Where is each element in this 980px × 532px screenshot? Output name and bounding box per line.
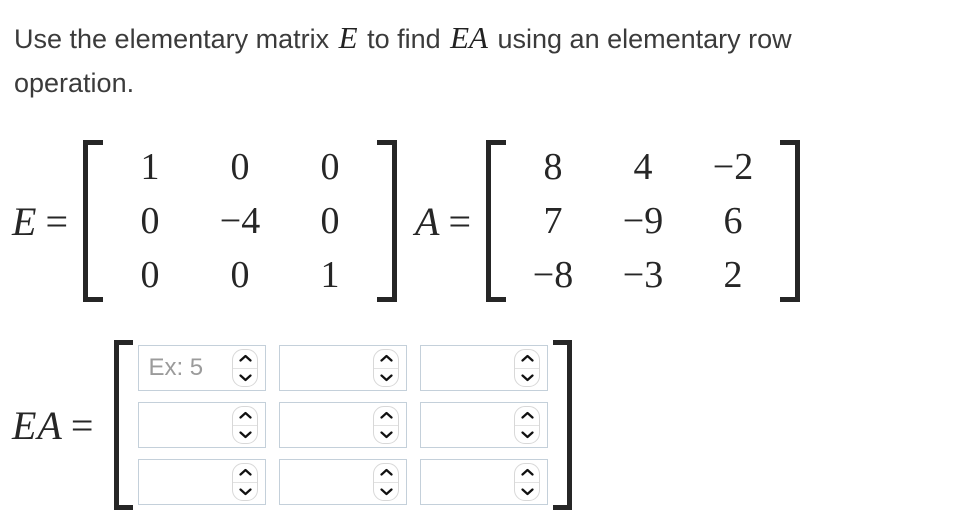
matrix-EA-equals: = (70, 402, 95, 448)
math-var-E: E (338, 20, 358, 55)
spinner-1-0[interactable] (232, 406, 259, 444)
matrix-E-grid: 1 0 0 0 −4 0 0 0 1 (105, 140, 375, 302)
prompt-text-part-3: using an elementary row (490, 24, 792, 54)
matrix-E-cell-1-1: −4 (219, 200, 261, 242)
chevron-down-icon[interactable] (374, 369, 398, 387)
chevron-up-icon[interactable] (233, 407, 258, 426)
given-matrices-row: E= 1 0 0 0 −4 0 0 0 1 A= 8 4 −2 7 −9 6 −… (12, 140, 800, 302)
chevron-down-icon[interactable] (374, 483, 398, 501)
matrix-A-cell-0-2: −2 (712, 146, 754, 188)
answer-field-1-2[interactable] (420, 402, 549, 448)
matrix-EA (114, 340, 573, 510)
chevron-up-icon[interactable] (515, 407, 540, 426)
answer-input-grid (134, 340, 552, 510)
matrix-A-cell-2-2: 2 (723, 254, 743, 296)
matrix-A-cell-2-1: −3 (622, 254, 664, 296)
answer-field-2-2[interactable] (420, 459, 549, 505)
question-prompt: Use the elementary matrix E to find EA u… (14, 16, 980, 105)
chevron-up-icon[interactable] (515, 464, 540, 483)
chevron-down-icon[interactable] (233, 426, 257, 444)
answer-field-0-2[interactable] (420, 345, 549, 391)
matrix-A: 8 4 −2 7 −9 6 −8 −3 2 (486, 140, 800, 302)
spinner-2-2[interactable] (514, 463, 541, 501)
prompt-line-2: operation. (14, 68, 135, 98)
matrix-A-cell-0-1: 4 (633, 146, 653, 188)
chevron-up-icon[interactable] (374, 350, 399, 369)
matrix-A-grid: 8 4 −2 7 −9 6 −8 −3 2 (508, 140, 778, 302)
matrix-E-cell-1-2: 0 (320, 200, 340, 242)
matrix-E: 1 0 0 0 −4 0 0 0 1 (83, 140, 397, 302)
matrix-E-cell-2-2: 1 (320, 254, 340, 296)
matrix-E-cell-0-1: 0 (230, 146, 250, 188)
matrix-E-cell-0-0: 1 (140, 146, 160, 188)
matrix-A-label: A= (415, 198, 472, 245)
answer-field-1-0[interactable] (138, 402, 267, 448)
spinner-0-1[interactable] (373, 349, 400, 387)
chevron-up-icon[interactable] (233, 464, 258, 483)
answer-field-2-0[interactable] (138, 459, 267, 505)
chevron-down-icon[interactable] (515, 369, 539, 387)
matrix-A-cell-0-0: 8 (543, 146, 563, 188)
math-var-EA: EA (450, 20, 488, 55)
chevron-down-icon[interactable] (233, 483, 257, 501)
matrix-A-equals: = (448, 198, 472, 244)
matrix-A-name: A (415, 198, 441, 244)
answer-field-1-1[interactable] (279, 402, 408, 448)
chevron-up-icon[interactable] (374, 407, 399, 426)
spinner-2-0[interactable] (232, 463, 259, 501)
chevron-up-icon[interactable] (374, 464, 399, 483)
matrix-E-cell-0-2: 0 (320, 146, 340, 188)
matrix-E-cell-1-0: 0 (140, 200, 160, 242)
spinner-0-0[interactable] (232, 349, 259, 387)
chevron-up-icon[interactable] (515, 350, 540, 369)
answer-field-2-1[interactable] (279, 459, 408, 505)
spinner-0-2[interactable] (514, 349, 541, 387)
matrix-EA-label: EA= (12, 402, 94, 449)
spinner-1-2[interactable] (514, 406, 541, 444)
matrix-EA-name: EA (12, 402, 63, 448)
matrix-E-equals: = (45, 198, 69, 244)
matrix-A-cell-1-1: −9 (622, 200, 664, 242)
chevron-down-icon[interactable] (233, 369, 257, 387)
matrix-E-label: E= (12, 198, 69, 245)
answer-field-0-1[interactable] (279, 345, 408, 391)
matrix-E-name: E (12, 198, 38, 244)
spinner-2-1[interactable] (373, 463, 400, 501)
chevron-down-icon[interactable] (515, 426, 539, 444)
matrix-E-cell-2-1: 0 (230, 254, 250, 296)
prompt-text-part-2: to find (359, 24, 449, 54)
chevron-down-icon[interactable] (515, 483, 539, 501)
answer-matrix-row: EA= (12, 340, 573, 510)
chevron-down-icon[interactable] (374, 426, 398, 444)
spinner-1-1[interactable] (373, 406, 400, 444)
matrix-A-cell-1-0: 7 (543, 200, 563, 242)
prompt-text-part-1: Use the elementary matrix (14, 24, 337, 54)
answer-field-0-0[interactable] (138, 345, 267, 391)
matrix-A-cell-2-0: −8 (532, 254, 574, 296)
matrix-E-cell-2-0: 0 (140, 254, 160, 296)
chevron-up-icon[interactable] (233, 350, 258, 369)
matrix-A-cell-1-2: 6 (723, 200, 743, 242)
